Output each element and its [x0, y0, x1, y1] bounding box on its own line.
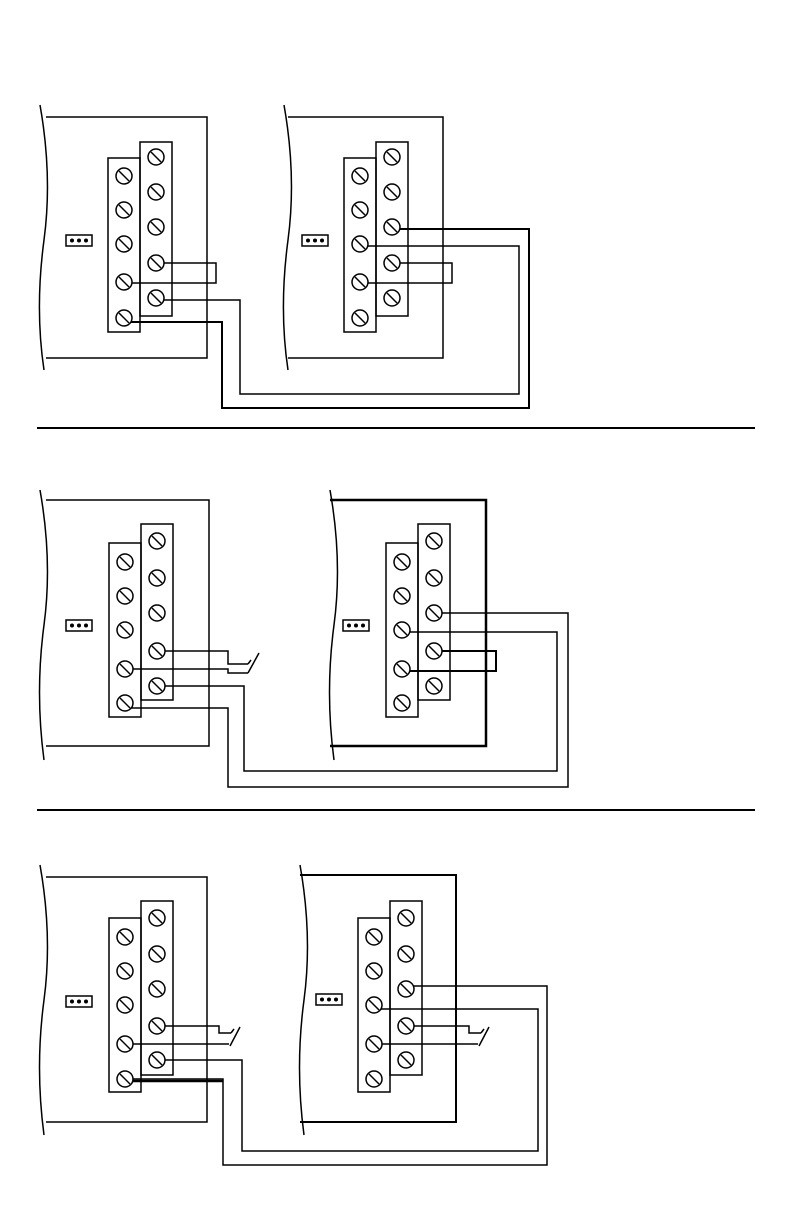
screw-terminal-icon — [398, 981, 414, 997]
terminal-screws — [116, 149, 442, 1087]
wiring-panel-3 — [125, 986, 547, 1165]
jumper-header-icon — [66, 996, 92, 1007]
wiring-panel-2 — [125, 613, 568, 787]
switch-contact-tick — [248, 660, 251, 664]
screw-terminal-icon — [117, 963, 133, 979]
screw-terminal-icon — [149, 570, 165, 586]
jumper-wire-a — [124, 263, 216, 283]
switch-contact-icon — [230, 1027, 240, 1046]
screw-terminal-icon — [117, 588, 133, 604]
wire-a-to-b-2 — [125, 986, 547, 1165]
screw-terminal-icon — [117, 661, 133, 677]
switch-contact-tick — [481, 1029, 484, 1033]
device-housing — [330, 490, 338, 760]
wire-a-to-b-1 — [156, 246, 519, 394]
screw-terminal-icon — [149, 533, 165, 549]
jumper-header-icon — [316, 994, 342, 1005]
wiring-diagram-2 — [40, 490, 569, 787]
switch-contact-tick — [231, 1029, 234, 1033]
screw-terminal-icon — [352, 202, 368, 218]
screw-terminal-icon — [394, 695, 410, 711]
screw-terminal-icon — [426, 643, 442, 659]
wire-a-to-b-2 — [125, 613, 568, 787]
screw-terminal-icon — [149, 910, 165, 926]
screw-terminal-icon — [117, 1036, 133, 1052]
screw-terminal-icon — [398, 1018, 414, 1034]
screw-terminal-icon — [426, 570, 442, 586]
screw-terminal-icon — [117, 622, 133, 638]
screw-terminal-icon — [148, 255, 164, 271]
screw-terminal-icon — [398, 946, 414, 962]
screw-terminal-icon — [352, 310, 368, 326]
jumper-wire-b — [402, 651, 496, 671]
screw-terminal-icon — [366, 963, 382, 979]
screw-terminal-icon — [149, 643, 165, 659]
screw-terminal-icon — [116, 274, 132, 290]
screw-terminal-icon — [149, 605, 165, 621]
wire-a-to-b-2 — [124, 229, 529, 408]
screw-terminal-icon — [148, 290, 164, 306]
device-housing — [284, 105, 292, 370]
screw-terminal-icon — [394, 661, 410, 677]
screw-terminal-icon — [148, 184, 164, 200]
screw-terminal-icon — [366, 1036, 382, 1052]
screw-terminal-icon — [116, 236, 132, 252]
screw-terminal-icon — [366, 997, 382, 1013]
screw-terminal-icon — [116, 310, 132, 326]
screw-terminal-icon — [394, 554, 410, 570]
screw-terminal-icon — [148, 219, 164, 235]
jumper-wire-b — [360, 263, 452, 283]
screw-terminal-icon — [117, 554, 133, 570]
switch-wire-bottom — [125, 669, 248, 673]
screw-terminal-icon — [384, 149, 400, 165]
screw-terminal-icon — [149, 1018, 165, 1034]
switch-wire-top — [157, 1026, 231, 1033]
wiring-diagram-1 — [40, 105, 530, 408]
screw-terminal-icon — [149, 946, 165, 962]
screw-terminal-icon — [426, 678, 442, 694]
device-housing — [300, 865, 308, 1135]
screw-terminal-icon — [426, 605, 442, 621]
screw-terminal-icon — [148, 149, 164, 165]
jumper-header-icon — [302, 235, 328, 246]
screw-terminal-icon — [384, 184, 400, 200]
device-housing — [40, 865, 48, 1135]
screw-terminal-icon — [394, 622, 410, 638]
screw-terminal-icon — [116, 168, 132, 184]
screw-terminal-icon — [394, 588, 410, 604]
screw-terminal-icon — [352, 168, 368, 184]
wiring-diagram-3 — [40, 865, 548, 1165]
screw-terminal-icon — [117, 929, 133, 945]
screw-terminal-icon — [149, 678, 165, 694]
jumper-header-icon — [66, 620, 92, 631]
switch-wire-top — [157, 651, 248, 664]
screw-terminal-icon — [352, 236, 368, 252]
screw-terminal-icon — [149, 981, 165, 997]
screw-terminal-icon — [384, 255, 400, 271]
screw-terminal-icon — [398, 910, 414, 926]
screw-terminal-icon — [352, 274, 368, 290]
screw-terminal-icon — [117, 1071, 133, 1087]
jumper-header-icon — [343, 620, 369, 631]
screw-terminal-icon — [384, 219, 400, 235]
screw-terminal-icon — [384, 290, 400, 306]
device-housing — [40, 105, 48, 370]
screw-terminal-icon — [366, 929, 382, 945]
jumper-header-icon — [66, 235, 92, 246]
screw-terminal-icon — [426, 533, 442, 549]
screw-terminal-icon — [366, 1071, 382, 1087]
switch-wire-top-b — [406, 1026, 481, 1033]
wiring-panel-1 — [124, 229, 529, 408]
screw-terminal-icon — [149, 1052, 165, 1068]
screw-terminal-icon — [117, 997, 133, 1013]
device-housing — [40, 490, 48, 760]
screw-terminal-icon — [116, 202, 132, 218]
screw-terminal-icon — [117, 695, 133, 711]
screw-terminal-icon — [398, 1052, 414, 1068]
